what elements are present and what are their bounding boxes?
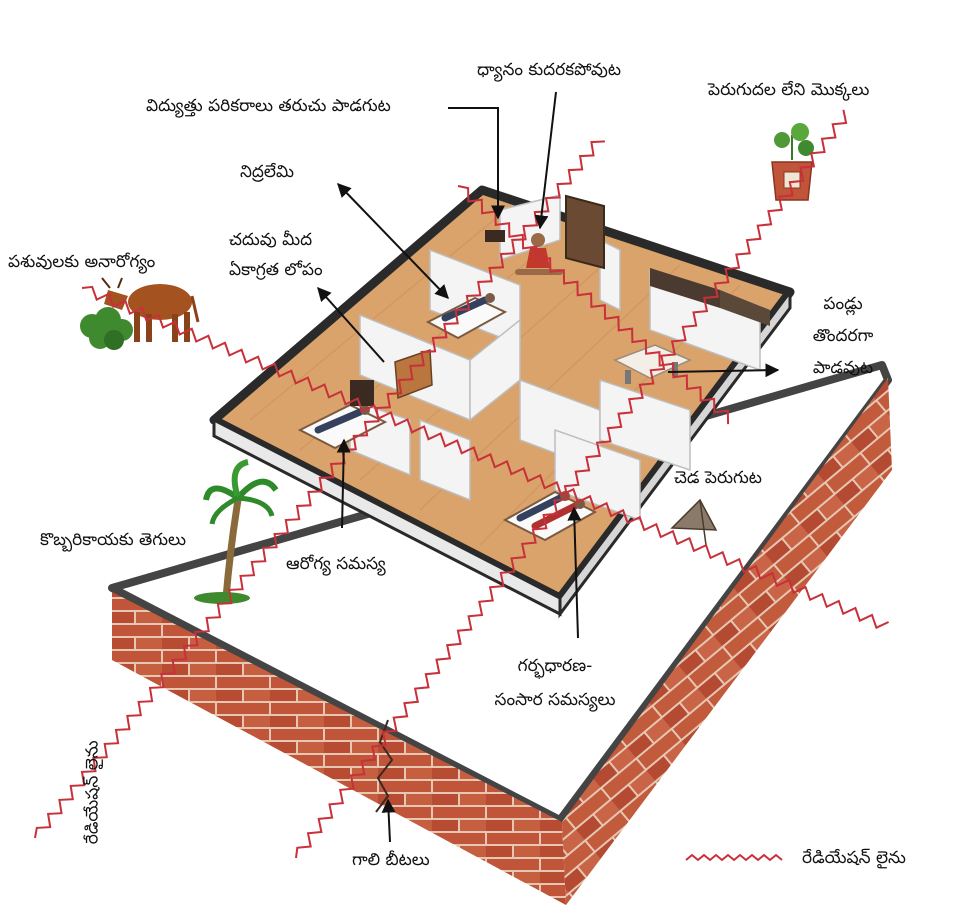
label-radiation-vertical: రేడియేషన్ లైను: [82, 740, 103, 845]
bush-icon: [80, 307, 133, 350]
arrow-teeth: [667, 363, 780, 378]
label-cattle: పశువులకు అనారోగ్యం: [8, 252, 156, 272]
label-health: ఆరోగ్య సమస్య: [286, 554, 386, 574]
arrow-study: [317, 286, 385, 363]
arrow-cracks: [381, 798, 396, 843]
radiation-line-2: [295, 109, 848, 859]
dining-table: [613, 344, 692, 384]
label-plants: పెరుగుదల లేని మొక్కలు: [708, 80, 870, 100]
label-study-2: ఏకాగ్రత లోపం: [229, 260, 323, 280]
brick-wall-left: [112, 592, 566, 905]
label-pregnancy-1: గర్భధారణ-: [517, 656, 593, 676]
legend-label: రేడియేషన్ లైను: [802, 848, 906, 868]
potted-plant-icon: [771, 123, 814, 201]
arrow-pregnancy: [567, 506, 582, 639]
radiation-line-3: [81, 285, 890, 630]
label-study-1: చదువు మీద: [229, 230, 313, 250]
door: [565, 194, 605, 270]
label-cracks: గాలి బీటలు: [352, 850, 430, 870]
label-meditation: ధ్యానం కుదరకపోవుట: [477, 60, 622, 80]
label-evil: చెడ పెరుగుట: [674, 468, 762, 488]
label-insomnia: నిద్రలేమి: [240, 162, 294, 182]
arrow-meditation: [534, 91, 557, 230]
radiation-line-4: [457, 185, 730, 425]
termite-mound-icon: [670, 498, 718, 546]
label-teeth-3: పాడవుట: [812, 358, 874, 378]
label-pregnancy-2: సంసార సమస్యలు: [494, 690, 616, 710]
label-teeth-2: తొందరగా: [812, 326, 874, 346]
arrow-health: [336, 438, 351, 529]
annotation-arrows: [317, 91, 780, 843]
radiation-lines: [34, 109, 890, 859]
palm-tree-icon: [194, 459, 279, 604]
label-coconut: కొబ్బరికాయకు తెగులు: [40, 530, 186, 550]
label-teeth-1: పండ్లు: [823, 294, 863, 314]
sleeping-person-icon: [314, 293, 585, 530]
arrow-insomnia: [337, 182, 449, 300]
brick-wall-right: [562, 378, 892, 905]
legend-radiation-line-sample: [685, 853, 783, 862]
label-electrical: విద్యుత్తు పరికరాలు తరుచు పాడగుట: [146, 96, 391, 116]
arrow-electrical: [448, 107, 505, 220]
radiation-line-1: [34, 140, 605, 839]
